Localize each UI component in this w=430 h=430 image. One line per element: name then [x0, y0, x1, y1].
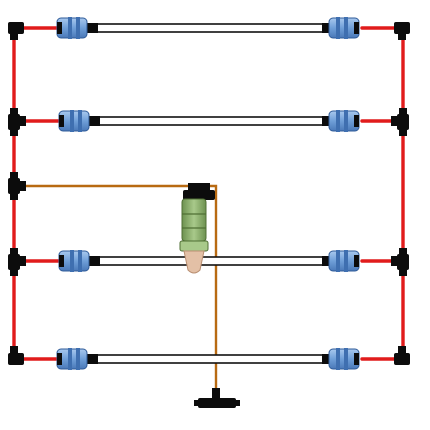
tee-fitting-right-row-3 — [391, 248, 409, 276]
glass-tube-row-3 — [97, 256, 325, 266]
right-fittings — [391, 22, 410, 365]
tee-fitting-left-row-3 — [8, 248, 26, 276]
coupler-row-2-left — [58, 110, 90, 132]
valve-collar — [183, 190, 215, 200]
glass-tube-row-1 — [95, 23, 325, 33]
valve-assembly — [179, 183, 215, 274]
sleeve-row-2-left — [86, 116, 100, 126]
sleeve-row-3-left — [86, 256, 100, 266]
valve-lower-ring — [179, 240, 209, 252]
sleeve-row-1-left — [84, 23, 98, 33]
orange-tubing — [22, 184, 218, 392]
elbow-fitting-bottom-left — [8, 346, 24, 365]
coupler-row-2-right — [328, 110, 360, 132]
orange-line-top — [22, 184, 218, 392]
valve-body — [181, 198, 207, 242]
coupler-row-3-right — [328, 250, 360, 272]
tee-fitting-left-orange — [8, 172, 26, 200]
valve-top-cap — [188, 183, 210, 191]
orange-bottom-tee — [194, 388, 240, 408]
elbow-fitting-bottom-right — [394, 346, 410, 365]
coupler-row-1-left — [56, 17, 88, 39]
glass-tube-row-2 — [97, 116, 325, 126]
glass-tube-row-4 — [95, 354, 325, 364]
tee-fitting-left-row-2 — [8, 108, 26, 136]
elbow-fitting-top-right — [394, 22, 410, 40]
left-fittings — [8, 22, 26, 365]
coupler-row-3-left — [58, 250, 90, 272]
elbow-fitting-top-left — [8, 22, 24, 40]
coupler-row-1-right — [328, 17, 360, 39]
blue-couplers — [56, 17, 360, 370]
sleeve-row-4-left — [84, 354, 98, 364]
tee-fitting-right-row-2 — [391, 108, 409, 136]
valve-tip — [183, 250, 205, 274]
coupler-row-4-right — [328, 348, 360, 370]
coupler-row-4-left — [56, 348, 88, 370]
